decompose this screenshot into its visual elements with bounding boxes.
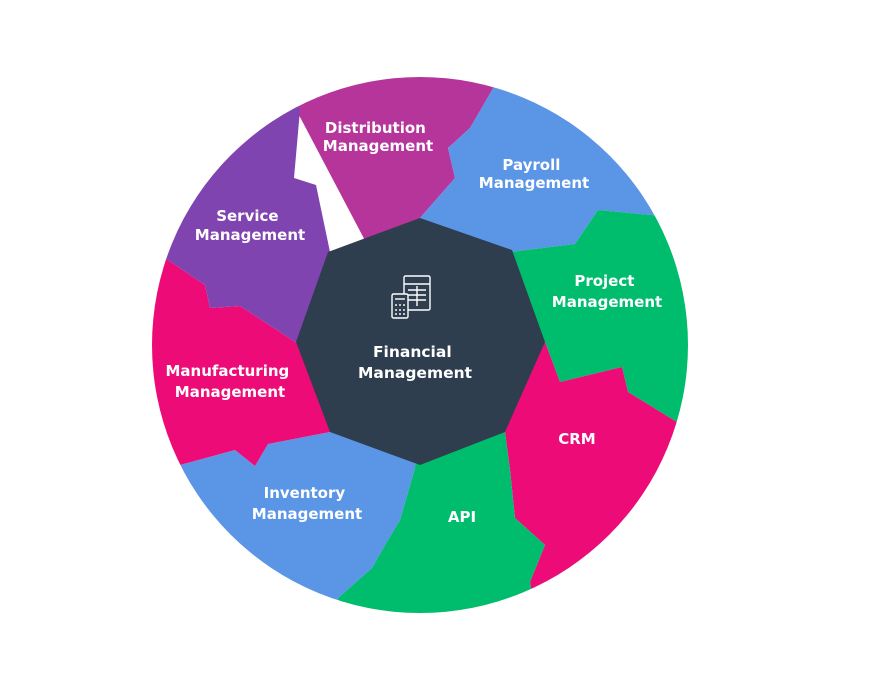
label-service-management: Service Management — [195, 207, 305, 244]
label-manufacturing-line-2: Management — [175, 383, 285, 401]
center-label-line-2: Management — [358, 364, 473, 382]
label-project-line-2: Management — [552, 293, 662, 311]
center-financial-management-hub — [296, 218, 545, 465]
label-service-line-1: Service — [216, 207, 278, 225]
label-crm-line-1: CRM — [558, 430, 596, 448]
financial-document-calculator-icon — [391, 275, 431, 319]
label-service-line-2: Management — [195, 226, 305, 244]
label-project-line-1: Project — [574, 272, 634, 290]
label-manufacturing-line-1: Manufacturing — [166, 362, 290, 380]
label-inventory-line-1: Inventory — [264, 484, 346, 502]
center-label: Financial Management — [358, 343, 473, 382]
label-distribution-management: Distribution Management — [323, 119, 433, 155]
label-api: API — [448, 508, 476, 526]
label-project-management: Project Management — [552, 272, 662, 311]
label-payroll-management: Payroll Management — [479, 156, 589, 192]
label-api-line-1: API — [448, 508, 476, 526]
label-inventory-management: Inventory Management — [252, 484, 362, 523]
label-crm: CRM — [558, 430, 596, 448]
segment-project-management — [420, 190, 688, 430]
label-inventory-line-2: Management — [252, 505, 362, 523]
label-payroll-line-2: Management — [479, 174, 589, 192]
label-manufacturing-management: Manufacturing Management — [166, 362, 295, 401]
label-payroll-line-1: Payroll — [502, 156, 560, 174]
center-label-line-1: Financial — [373, 343, 452, 361]
label-distribution-line-1: Distribution — [325, 119, 426, 137]
label-distribution-line-2: Management — [323, 137, 433, 155]
segment-distribution-management — [270, 77, 505, 345]
